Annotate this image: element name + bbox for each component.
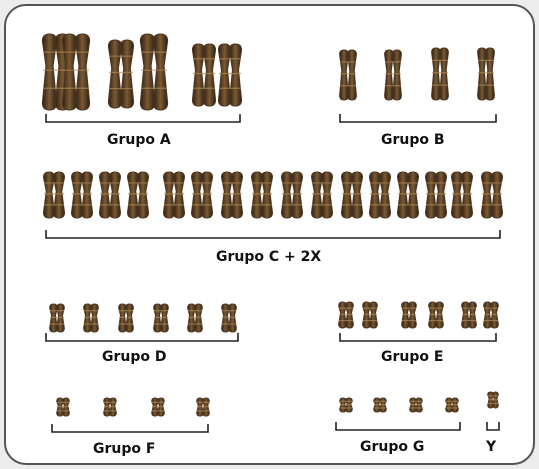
bracket-group-a: [45, 114, 241, 123]
bracket-group-b: [339, 114, 497, 123]
chromosome-b-4: [477, 47, 495, 101]
bracket-group-f: [51, 424, 209, 433]
chromosome-e-6: [483, 301, 499, 329]
chromosome-c-7: [220, 171, 244, 219]
chromosome-layer: [41, 33, 504, 417]
bracket-layer: [45, 114, 501, 433]
chromosome-c-13: [396, 171, 420, 219]
chromosome-a-6: [217, 43, 243, 107]
chromosome-f-3: [151, 397, 165, 417]
label-group-g: Grupo G: [360, 439, 425, 455]
chromosome-c-15: [450, 171, 474, 219]
chromosome-c-1: [42, 171, 66, 219]
chromosome-g-4: [445, 397, 459, 413]
label-group-b: Grupo B: [381, 132, 445, 148]
chromosome-c-3: [98, 171, 122, 219]
chromosome-a-5: [191, 43, 217, 107]
chromosome-e-5: [461, 301, 477, 329]
chromosome-g-3: [409, 397, 423, 413]
label-group-e: Grupo E: [381, 349, 444, 365]
label-group-d: Grupo D: [102, 349, 167, 365]
chromosome-d-1: [49, 303, 65, 333]
chromosome-c-12: [368, 171, 392, 219]
chromosome-c-11: [340, 171, 364, 219]
chromosome-c-16: [480, 171, 504, 219]
chromosome-e-1: [338, 301, 354, 329]
chromosome-c-6: [190, 171, 214, 219]
bracket-group-e: [339, 333, 497, 342]
chromosome-b-2: [384, 49, 402, 101]
chromosome-d-3: [118, 303, 134, 333]
chromosome-b-3: [431, 47, 449, 101]
bracket-group-c: [45, 230, 501, 239]
bracket-group-y: [486, 422, 500, 431]
chromosome-e-4: [428, 301, 444, 329]
chromosome-f-2: [103, 397, 117, 417]
chromosome-c-4: [126, 171, 150, 219]
chromosome-a-3: [107, 39, 135, 109]
chromosome-a-4: [139, 33, 169, 111]
chromosome-e-2: [362, 301, 378, 329]
chromosome-d-2: [83, 303, 99, 333]
bracket-group-d: [45, 333, 239, 342]
chromosome-d-6: [221, 303, 237, 333]
chromosome-f-1: [56, 397, 70, 417]
chromosome-c-5: [162, 171, 186, 219]
chromosome-y-1: [487, 391, 499, 409]
chromosome-c-10: [310, 171, 334, 219]
chromosome-c-14: [424, 171, 448, 219]
label-group-a: Grupo A: [107, 132, 171, 148]
label-group-y: Y: [486, 439, 497, 455]
chromosome-c-8: [250, 171, 274, 219]
chromosome-d-4: [153, 303, 169, 333]
chromosome-b-1: [339, 49, 357, 101]
label-group-f: Grupo F: [93, 441, 156, 457]
chromosome-c-2: [70, 171, 94, 219]
bracket-group-g: [335, 422, 461, 431]
chromosome-e-3: [401, 301, 417, 329]
label-group-c: Grupo C + 2X: [216, 249, 322, 265]
chromosome-g-1: [339, 397, 353, 413]
chromosome-c-9: [280, 171, 304, 219]
chromosome-g-2: [373, 397, 387, 413]
chromosome-a-2: [61, 33, 91, 111]
chromosome-f-4: [196, 397, 210, 417]
chromosome-d-5: [187, 303, 203, 333]
